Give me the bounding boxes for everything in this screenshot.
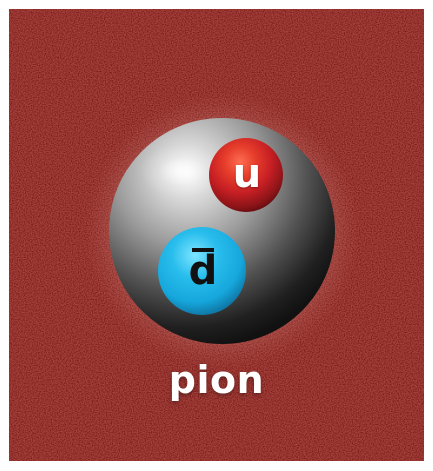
u-quark-label: u — [232, 151, 262, 197]
particle-name: pion — [168, 358, 265, 402]
anti-d-quark — [158, 227, 246, 315]
pion-illustration — [9, 9, 424, 461]
pion-diagram: u d pion — [9, 9, 424, 461]
u-quark — [209, 138, 283, 212]
antiquark-overbar — [192, 248, 214, 252]
anti-d-quark-label: d — [188, 248, 218, 294]
pion-sphere-highlight — [139, 144, 223, 198]
